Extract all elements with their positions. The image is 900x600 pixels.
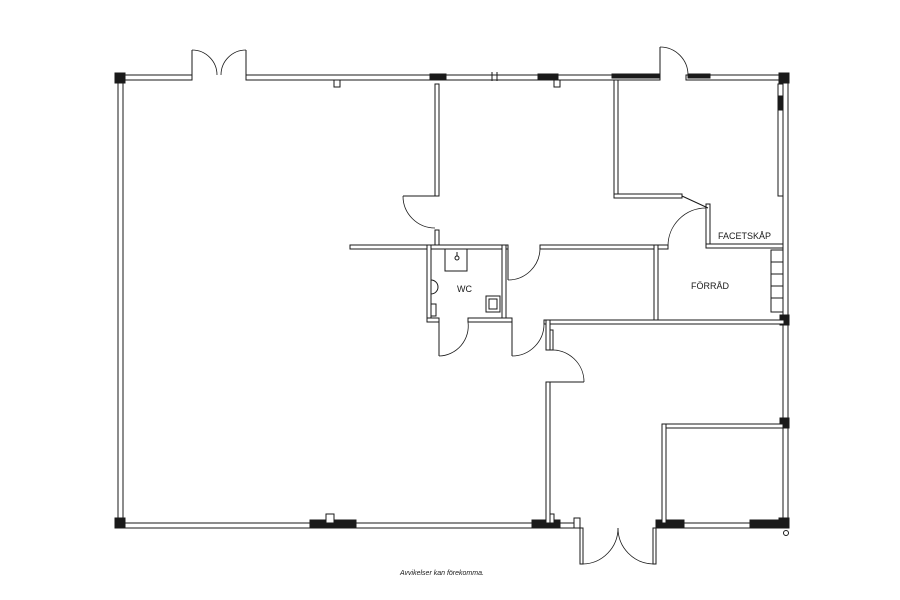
pillar-top-1	[333, 79, 341, 88]
pillar-top-3	[537, 73, 559, 81]
interior-doors	[402, 195, 709, 383]
pillar-top-5	[611, 73, 661, 79]
wall-facetskap-left	[705, 203, 711, 247]
pillar-bottom-2	[325, 513, 335, 524]
outer-wall-top-mid	[245, 74, 661, 81]
entrance-door-top	[191, 49, 247, 76]
pillar-top-2	[429, 73, 447, 81]
wc-sink	[485, 295, 501, 313]
wall-facetskap-bottom	[705, 243, 784, 249]
room-label-forrad: FÖRRÅD	[691, 281, 730, 291]
wall-lower-right-room-left	[661, 423, 667, 524]
drain-point	[783, 530, 789, 536]
pillar-right-3	[779, 417, 790, 429]
pillar-bottom-5	[573, 517, 581, 529]
wall-center-left-lower	[434, 229, 440, 247]
wall-upper-right-room-left	[613, 79, 619, 197]
corner-post-bl	[114, 517, 126, 529]
corner-post-tr	[778, 72, 790, 84]
wc-wall-bottom-left	[426, 317, 440, 323]
room-label-facetskap: FACETSKÅP	[718, 231, 771, 241]
wc-small-fixture	[430, 303, 437, 317]
outer-wall-right-upper	[782, 74, 789, 319]
room-label-wc: WC	[457, 284, 472, 294]
wc-fixtures	[430, 248, 501, 317]
wall-lower-right-room-top	[661, 423, 784, 429]
wc-toilet	[430, 279, 439, 295]
wc-wall-left	[426, 244, 432, 322]
corner-post-tl	[114, 72, 126, 84]
pillar-bottom-6	[655, 519, 685, 529]
outer-wall-top-left	[117, 74, 193, 81]
wall-corridor-right	[539, 244, 669, 250]
wall-center-left-upper	[434, 83, 440, 197]
wall-lower-middle-vertical-a	[545, 319, 551, 351]
door-top-right	[659, 46, 689, 76]
wc-wall-right	[501, 244, 507, 322]
wall-lower-middle-vertical-b	[545, 381, 551, 524]
wall-upper-right-room-bottom	[613, 193, 683, 199]
forrad-shelf	[770, 249, 784, 313]
pillar-top-6	[687, 73, 711, 79]
wc-wall-bottom-right	[467, 317, 513, 323]
entrance-door-bottom	[579, 527, 657, 565]
outer-walls	[114, 72, 790, 536]
pillar-bottom-7	[749, 519, 781, 529]
pillar-top-4	[553, 79, 561, 88]
pillar-right-1	[777, 95, 784, 111]
outer-wall-left	[117, 74, 124, 529]
wall-corridor-right-2	[653, 244, 659, 322]
footnote: Avvikelser kan förekomma.	[399, 570, 484, 577]
window-right-upper	[777, 83, 784, 197]
interior-walls	[349, 79, 785, 524]
wall-forrad-bottom	[543, 319, 785, 325]
